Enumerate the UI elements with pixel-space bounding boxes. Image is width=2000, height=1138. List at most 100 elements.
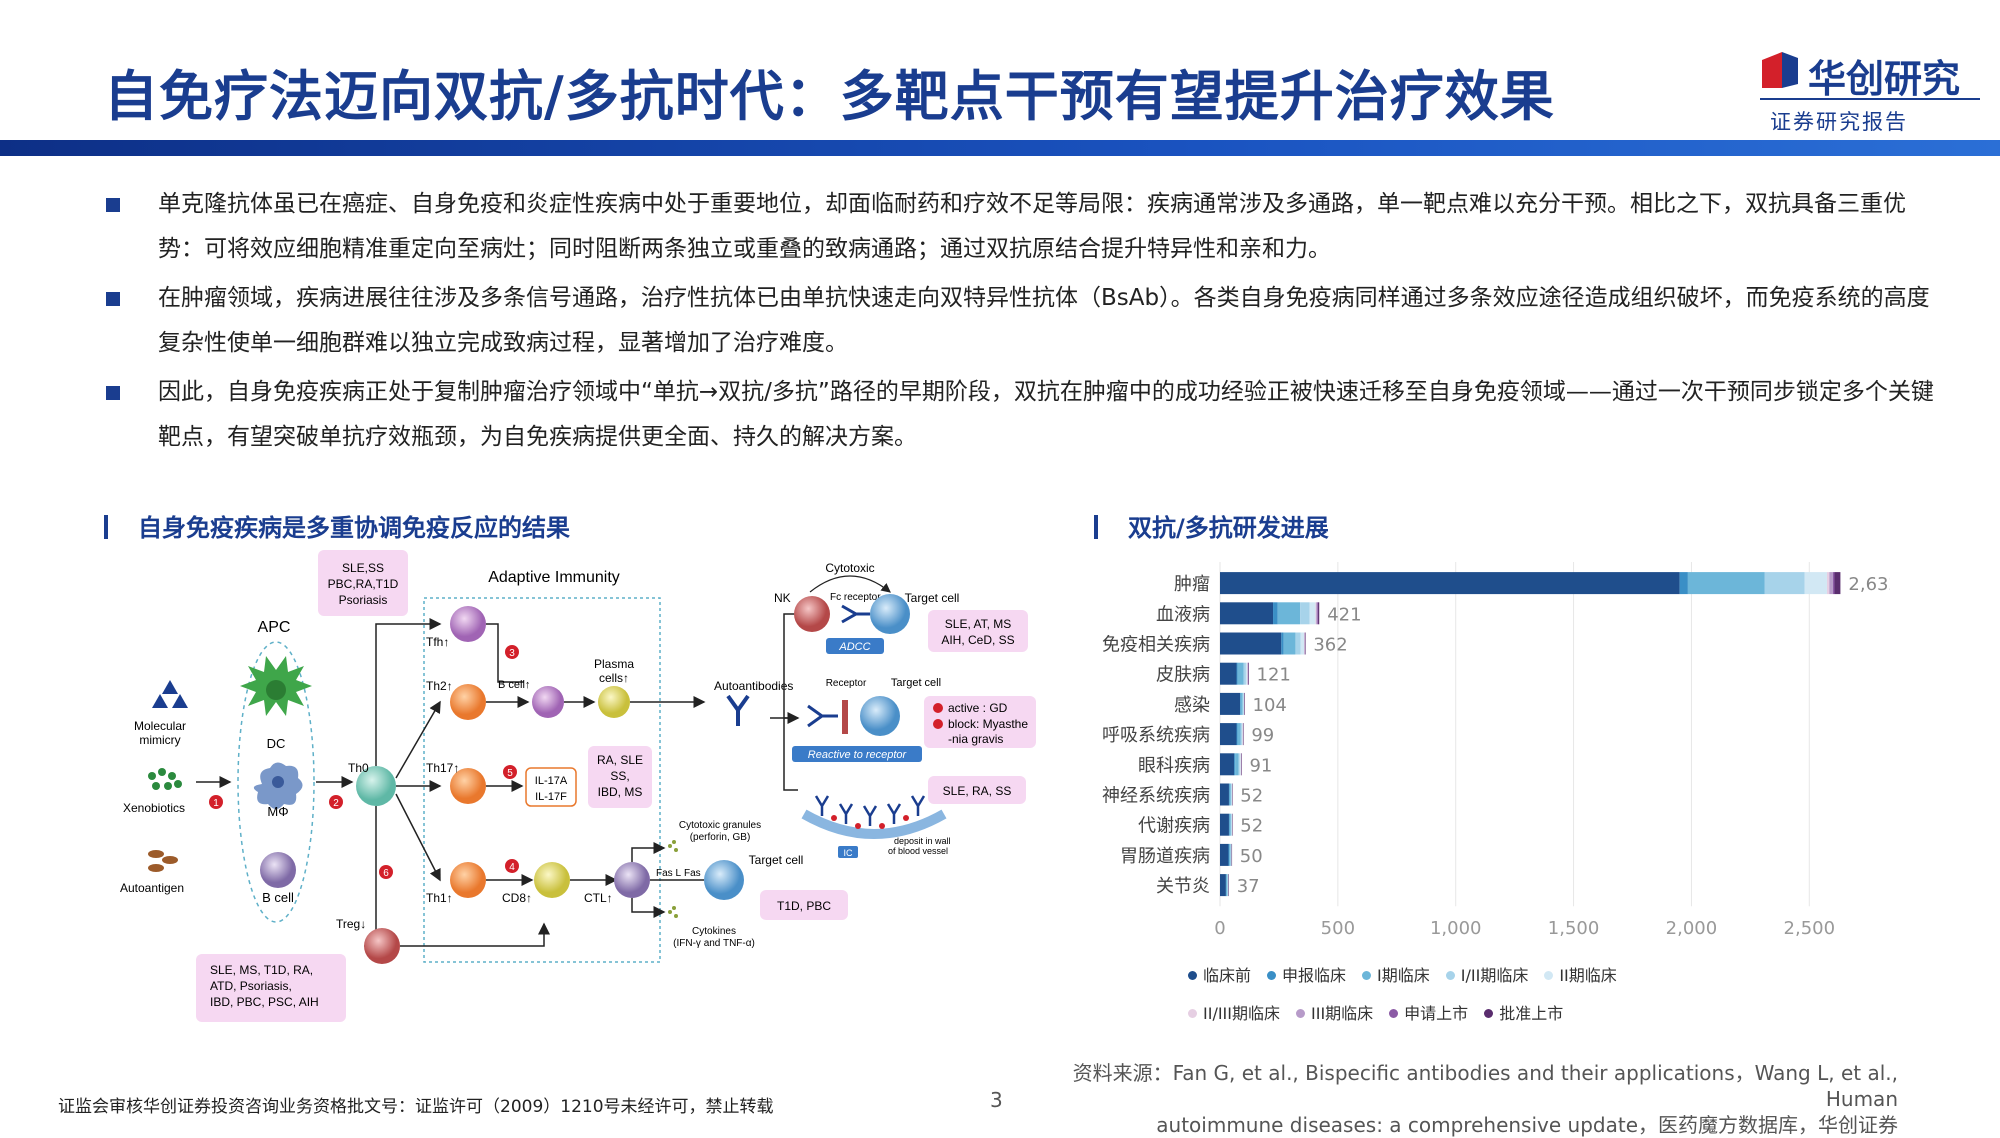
legend-item: I/II期临床 (1445, 962, 1528, 986)
bar-segment (1277, 602, 1301, 625)
logo-subtitle: 证券研究报告 (1770, 110, 1908, 134)
bar-segment (1240, 692, 1243, 715)
x-tick-label: 1,500 (1548, 918, 1600, 939)
fas-label: Fas (684, 868, 701, 879)
right-heading-text: 双抗/多抗研发进展 (1128, 514, 1329, 542)
source-line-1: 资料来源：Fan G, et al., Bispecific antibodie… (1072, 1061, 1898, 1111)
total-label: 52 (1240, 786, 1263, 807)
logo-divider (1760, 98, 1980, 100)
bar-segment (1239, 753, 1241, 776)
step-2-icon (329, 795, 343, 809)
box-text: -nia gravis (948, 732, 1003, 746)
ctl-cell-icon (614, 862, 650, 898)
category-label: 血液病 (1156, 604, 1210, 625)
arrow (486, 623, 524, 683)
box-text: T1D, PBC (777, 899, 831, 913)
legend-item: II/III期临床 (1188, 1000, 1280, 1024)
target-cell-nk-icon (870, 594, 910, 634)
disease-box-treg: SLE, MS, T1D, RA, ATD, Psoriasis, IBD, P… (196, 954, 346, 1022)
source-line-2: autoimmune diseases: a comprehensive upd… (1156, 1113, 1898, 1137)
bar-segment (1241, 723, 1243, 746)
bar-segment (1244, 692, 1245, 715)
bar-segment (1240, 692, 1241, 715)
step-number: 2 (333, 798, 339, 809)
cytotoxic-label: Cytotoxic (825, 561, 874, 575)
bar-segment (1230, 843, 1232, 866)
reactive-label: Reactive to receptor (808, 749, 908, 761)
treg-cell-icon (364, 928, 400, 964)
bcell-apc-icon (260, 852, 296, 888)
granules-icon (668, 840, 678, 918)
x-tick-label: 1,000 (1430, 918, 1482, 939)
bar-segment (1242, 692, 1244, 715)
box-text: block: Myasthe (948, 717, 1028, 731)
total-label: 104 (1253, 695, 1287, 716)
box-text: active : GD (948, 701, 1008, 715)
bar-segment (1826, 572, 1830, 595)
box-text: SS, (610, 769, 629, 783)
bar-segment (1281, 632, 1284, 655)
legend-label: 临床前 (1203, 966, 1252, 985)
box-text: IBD, PBC, PSC, AIH (210, 995, 319, 1009)
step-3-icon (505, 645, 519, 659)
rd-progress-chart: 05001,0001,5002,0002,500肿瘤2,632血液病421免疫相… (1102, 562, 1890, 939)
x-tick-label: 500 (1321, 918, 1355, 939)
heading-bar-icon (1094, 515, 1098, 539)
cytokines-label: Cytokines (692, 926, 736, 937)
legend-dot-icon (1188, 971, 1197, 980)
step-number: 1 (213, 798, 219, 809)
brand-logo: 华创研究 证券研究报告 (1760, 44, 1980, 134)
bar-segment (1228, 843, 1231, 866)
bar-segment (1226, 874, 1228, 897)
bar-segment (1228, 874, 1229, 897)
box-text: SLE, RA, SS (943, 784, 1012, 798)
bar-segment (1241, 753, 1242, 776)
macrophage-icon (253, 762, 303, 809)
box-text: PBC,RA,T1D (328, 577, 399, 591)
th1-cell-icon (450, 862, 486, 898)
nk-label: NK (774, 591, 791, 605)
autoantibodies-label: Autoantibodies (714, 679, 793, 693)
box-text: AIH, CeD, SS (941, 633, 1014, 647)
bar-segment (1304, 632, 1305, 655)
step-number: 5 (507, 768, 513, 779)
legend-label: 批准上市 (1499, 1004, 1564, 1023)
disease-box-adcc: SLE, AT, MS AIH, CeD, SS (928, 610, 1028, 652)
chart-labels: 05001,0001,5002,0002,500肿瘤2,632血液病421免疫相… (1102, 574, 1890, 939)
left-section-heading: 自身免疫疾病是多重协调免疫反应的结果 (104, 508, 570, 543)
bar-segment (1227, 874, 1229, 897)
step-6-icon (379, 865, 393, 879)
x-tick-label: 2,500 (1784, 918, 1836, 939)
il17a-label: IL-17A (535, 775, 568, 787)
bar-segment (1829, 572, 1833, 595)
category-label: 免疫相关疾病 (1102, 635, 1210, 656)
granules-label-2: (perforin, GB) (690, 832, 751, 843)
mimicry-label-2: mimicry (139, 733, 180, 747)
bar-segment (1248, 662, 1249, 685)
total-label: 121 (1257, 665, 1291, 686)
legend-item: 临床前 (1188, 962, 1251, 986)
deposit-label-2: of blood vessel (888, 846, 948, 856)
bullet-text: 在肿瘤领域，疾病进展往往涉及多条信号通路，治疗性抗体已由单抗快速走向双特异性抗体… (158, 285, 1930, 356)
bar-segment (1231, 843, 1232, 866)
bar-segment (1238, 753, 1240, 776)
bar-segment (1231, 783, 1233, 806)
bcell-label: B cell↑ (498, 679, 530, 691)
category-label: 关节炎 (1156, 876, 1210, 897)
box-text: Psoriasis (339, 593, 388, 607)
x-tick-label: 0 (1214, 918, 1225, 939)
total-label: 37 (1237, 876, 1260, 897)
receptor-antibody-icon (807, 704, 838, 728)
th1-label: Th1↑ (426, 891, 453, 905)
arrow (400, 922, 550, 947)
th2-label: Th2↑ (426, 679, 453, 693)
logo-name: 华创研究 (1808, 57, 1961, 101)
box-text: SLE,SS (342, 561, 384, 575)
legend-label: 申请上市 (1404, 1004, 1469, 1023)
bar-segment (1283, 632, 1296, 655)
right-section-heading: 双抗/多抗研发进展 (1094, 508, 1329, 543)
bar-segment (1231, 813, 1233, 836)
bar-segment (1229, 813, 1231, 836)
